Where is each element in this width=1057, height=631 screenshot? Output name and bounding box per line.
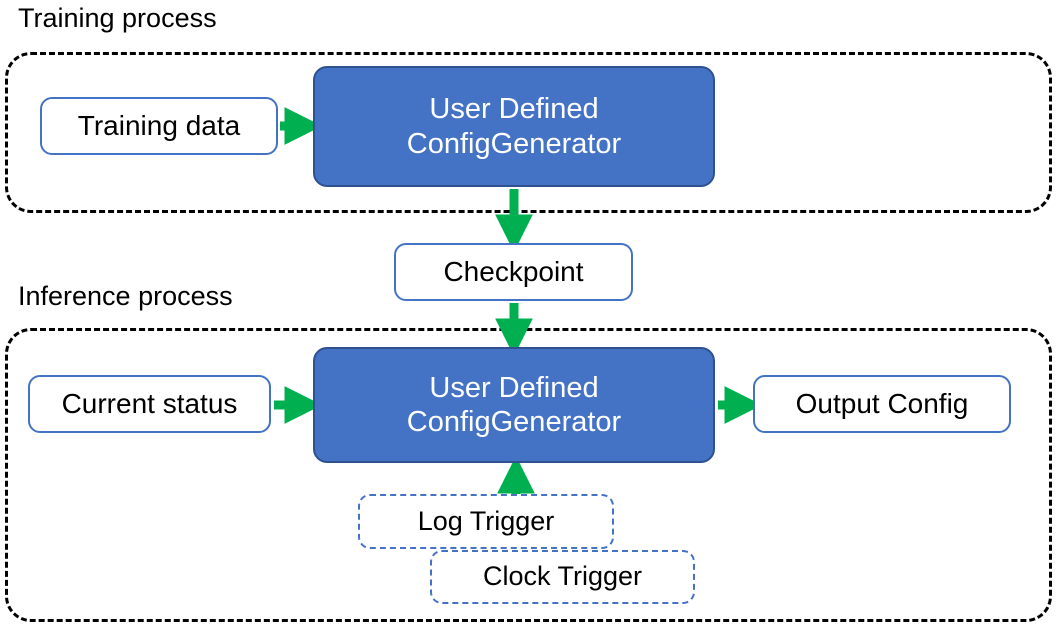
generator-training-line-1: User Defined — [429, 93, 599, 126]
training-process-container — [5, 52, 1052, 213]
node-checkpoint[interactable]: Checkpoint — [394, 243, 633, 301]
node-training-data[interactable]: Training data — [40, 97, 278, 155]
node-current-status[interactable]: Current status — [28, 375, 271, 433]
section-title-training: Training process — [18, 3, 217, 33]
generator-training-line-2: ConfigGenerator — [406, 127, 622, 160]
generator-inference-line-1: User Defined — [429, 371, 599, 404]
node-user-defined-configgenerator-inference[interactable]: User Defined ConfigGenerator — [313, 347, 715, 463]
node-clock-trigger[interactable]: Clock Trigger — [430, 550, 695, 604]
generator-inference-line-2: ConfigGenerator — [406, 406, 622, 438]
node-log-trigger[interactable]: Log Trigger — [358, 494, 614, 549]
section-title-inference: Inference process — [18, 281, 233, 311]
node-user-defined-configgenerator-training[interactable]: User Defined ConfigGenerator — [313, 66, 715, 187]
node-output-config[interactable]: Output Config — [753, 375, 1011, 433]
